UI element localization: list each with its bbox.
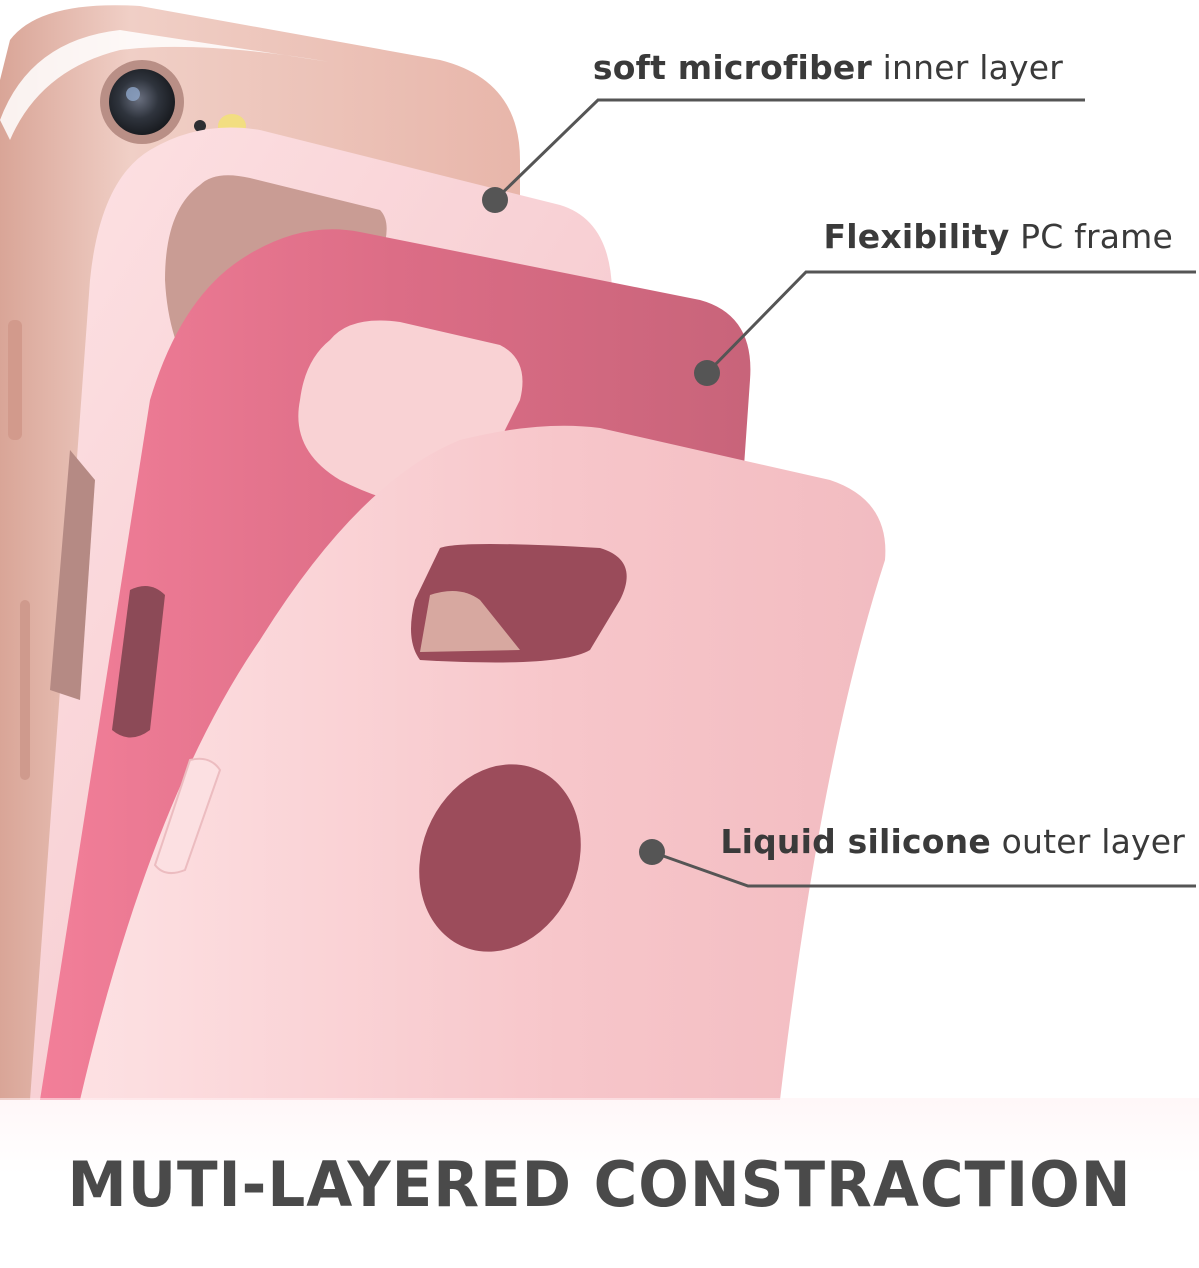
footer-band [0,1098,1199,1268]
callout-label-inner-layer: soft microfiber inner layer [593,48,1063,87]
callout-line-outer [639,839,1196,888]
callout-line-inner [482,98,1085,213]
callout-label-frame-rest: PC frame [1009,217,1173,256]
callout-line-frame [694,270,1196,386]
outer-silicone-layer [80,425,886,1100]
callout-label-pc-frame: Flexibility PC frame [824,217,1173,256]
callout-label-outer-layer: Liquid silicone outer layer [720,822,1185,861]
footer-title: MUTI-LAYERED CONSTRACTION [67,1148,1132,1221]
callout-label-outer-rest: outer layer [990,822,1185,861]
callout-label-inner-bold: soft microfiber [592,48,872,87]
callout-label-frame-bold: Flexibility [823,217,1010,256]
callout-label-outer-bold: Liquid silicone [720,822,991,861]
callout-label-inner-rest: inner layer [871,48,1063,87]
